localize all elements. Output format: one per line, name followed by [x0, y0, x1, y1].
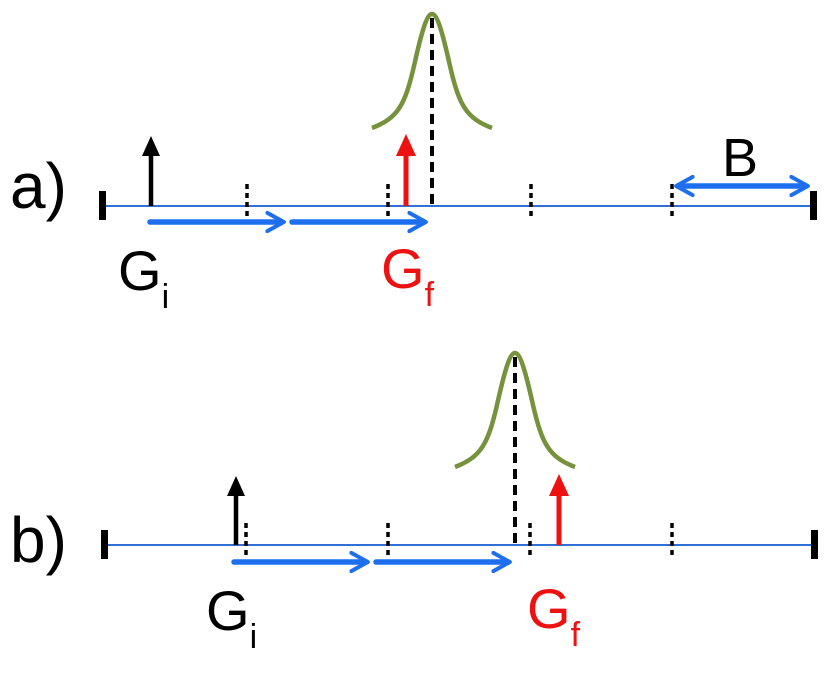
initial-label: Gi [206, 579, 257, 656]
bandwidth-label: B [722, 128, 758, 188]
initial-line-arrow [227, 476, 245, 545]
gaussian-curve [371, 11, 493, 131]
panel-a: a) B Gi Gf [10, 11, 817, 316]
final-line-arrow [396, 134, 416, 206]
final-line-arrow [549, 474, 569, 545]
panel-b: b) Gi Gf [10, 350, 818, 656]
axis-start-cap [99, 191, 106, 220]
gaussian-curve [454, 350, 576, 470]
panel-label: b) [10, 504, 67, 576]
final-label: Gf [527, 577, 581, 654]
axis-end-cap [811, 530, 818, 559]
panel-label: a) [10, 150, 67, 222]
axis-start-cap [101, 530, 108, 559]
initial-label: Gi [118, 239, 169, 316]
initial-line-arrow [142, 136, 160, 206]
axis-end-cap [810, 191, 817, 220]
final-label: Gf [381, 237, 435, 314]
